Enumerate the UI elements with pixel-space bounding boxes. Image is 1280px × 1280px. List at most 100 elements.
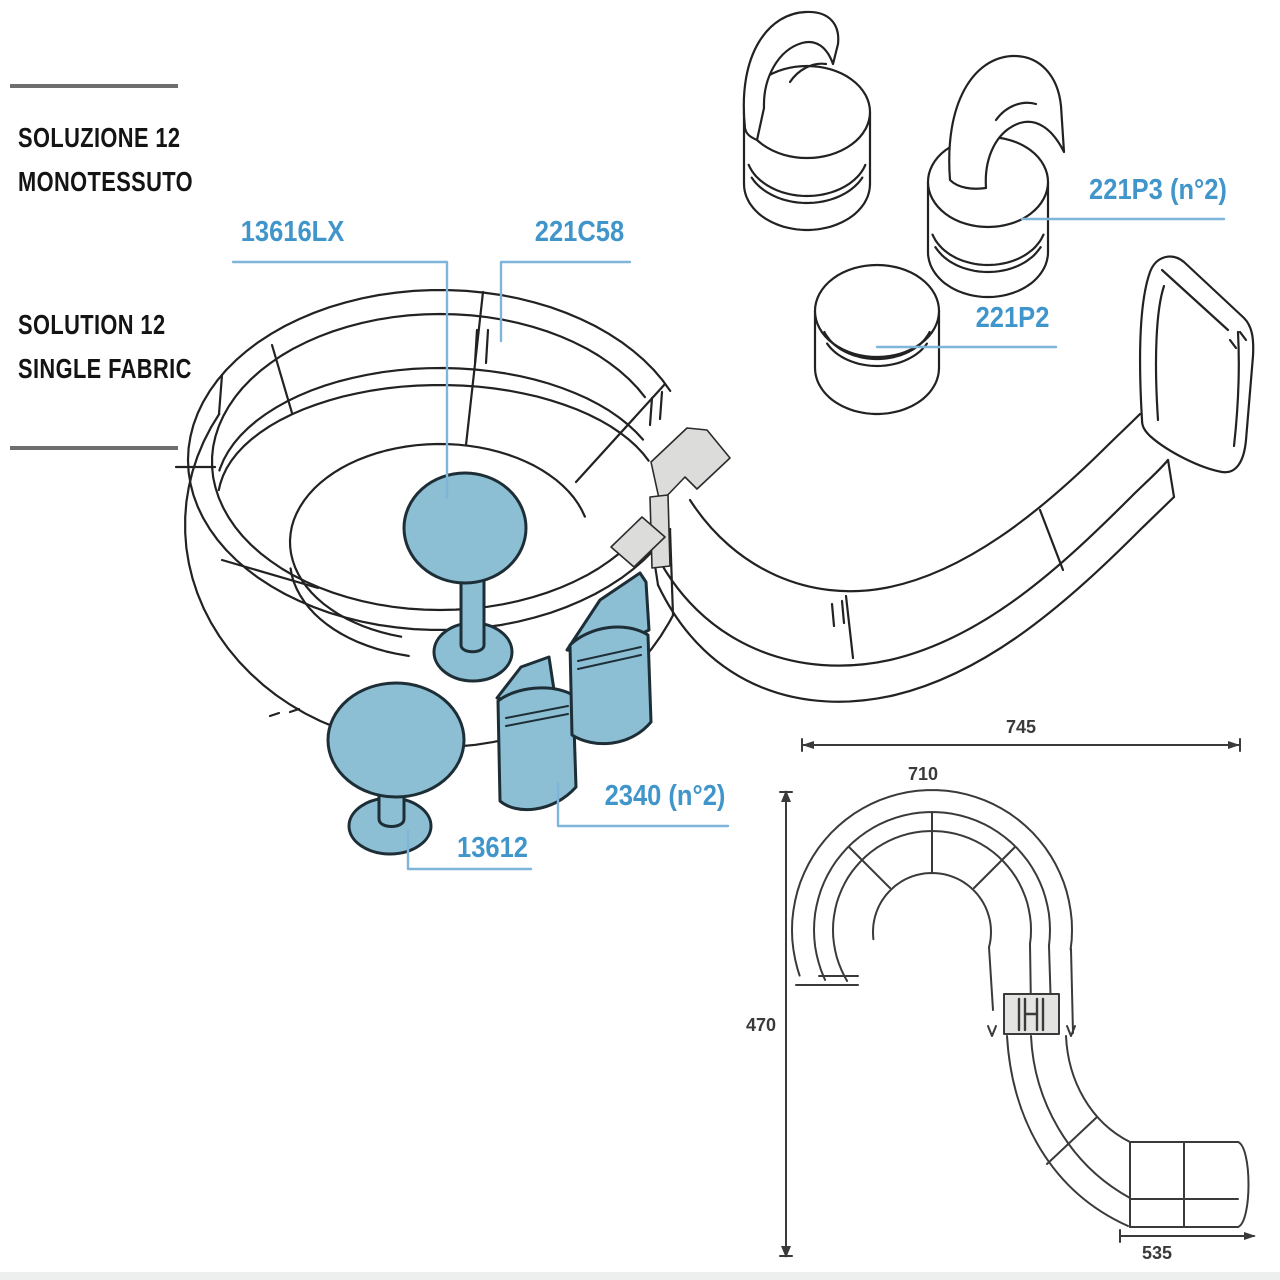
label-module-221c58: 221C58 <box>534 216 625 248</box>
leader-221c58 <box>499 260 632 343</box>
panel-hatch <box>577 646 642 662</box>
ring-seam-tick <box>648 396 654 427</box>
connector-wedges <box>610 427 731 569</box>
pouf-bottom <box>926 250 1050 299</box>
plan-arch-opening <box>872 872 992 949</box>
panel-2340-left-blade <box>496 686 578 812</box>
pouf-piping <box>934 246 1042 274</box>
label-module-2340: 2340 (n°2) <box>604 780 726 812</box>
title-italian: SOLUZIONE 12 MONOTESSUTO <box>18 116 193 204</box>
ring-seam <box>270 343 294 415</box>
plan-arch-back-inner <box>832 830 1032 982</box>
title-english-line2: SINGLE FABRIC <box>18 353 192 384</box>
dim-total-width: 745 <box>1006 717 1036 737</box>
plan-seam <box>973 846 1016 889</box>
plan-scurve-mid <box>1030 1035 1131 1199</box>
panel-2340-right-blade <box>568 625 653 746</box>
pouf-bottom <box>742 182 872 232</box>
pouf-backrest-crease <box>994 101 1038 122</box>
title-rule-top <box>10 84 178 88</box>
title-italian-line2: MONOTESSUTO <box>18 166 193 197</box>
pouf-piping <box>750 176 864 205</box>
panel-hatch <box>577 654 642 670</box>
blue-highlight-items <box>326 471 653 856</box>
plan-arch-leg <box>988 946 994 1011</box>
bench-seam <box>844 594 855 660</box>
dim-arch-width: 710 <box>908 764 938 784</box>
ring-left-join <box>217 373 224 416</box>
ottoman-top <box>813 263 941 359</box>
bottom-strip <box>0 1272 1280 1280</box>
table-tall-top <box>402 471 528 585</box>
bench-seam-tick <box>1238 330 1248 342</box>
plan-connector-tick <box>1066 1025 1076 1037</box>
leader-lines <box>231 217 1226 871</box>
bench-seam-tick <box>830 602 836 628</box>
pouf-221p3-left <box>742 10 872 232</box>
dim-arrow <box>1228 741 1240 749</box>
plan-connector-tick <box>987 1025 997 1037</box>
title-english-line1: SOLUTION 12 <box>18 309 166 340</box>
leader-13616lx <box>231 260 449 500</box>
ring-seat-front-bottom <box>289 567 410 657</box>
panel-hatch <box>505 705 569 719</box>
label-module-13616lx: 13616LX <box>240 216 345 248</box>
bench-outer-edge <box>650 458 1170 667</box>
plan-seam <box>1046 1116 1098 1165</box>
ring-seam-tick <box>268 711 281 718</box>
pouf-backrest-crease <box>788 62 828 84</box>
ring-seam-tick <box>473 328 479 365</box>
leader-2340 <box>556 781 730 828</box>
ring-back-top-inner <box>211 312 646 612</box>
bench-skirt-edge <box>656 495 1176 703</box>
dim-arrow <box>781 1246 791 1258</box>
bench-seam-tick <box>840 599 846 625</box>
ring-seam-tick <box>288 707 301 714</box>
bench-armrest-inner <box>1154 284 1166 422</box>
plan-end-cap <box>1237 1141 1250 1228</box>
ring-seam <box>574 382 667 484</box>
ring-seam <box>464 290 485 447</box>
bench-seam-tick <box>1228 338 1238 350</box>
ottoman-piping <box>826 342 928 368</box>
curved-bench <box>650 255 1255 703</box>
ring-back-piping <box>218 366 645 472</box>
bench-inner-edge <box>688 412 1142 593</box>
label-module-221p2: 221P2 <box>975 302 1050 334</box>
table-short-top <box>326 681 466 799</box>
bench-seam <box>1038 508 1065 572</box>
dim-depth: 470 <box>746 1015 776 1035</box>
title-rule-bottom <box>10 446 178 450</box>
ring-back-base <box>217 384 650 492</box>
ring-seam-tick <box>484 328 490 365</box>
panel-hatch <box>505 713 569 727</box>
label-module-13612: 13612 <box>457 832 528 864</box>
dim-arrow <box>802 741 814 749</box>
ring-seam-tick <box>658 390 664 421</box>
bench-armrest <box>1138 255 1255 474</box>
connector-lower <box>610 516 666 568</box>
dim-arrow <box>1244 1232 1256 1240</box>
plan-arch-outer <box>791 789 1073 977</box>
bench-join <box>1166 458 1176 499</box>
plan-scurve-inner <box>1065 1035 1131 1143</box>
pouf-221p3-right <box>926 54 1066 299</box>
dim-arrow <box>781 790 791 802</box>
plan-arch-back <box>813 811 1051 981</box>
pouf-backrest <box>948 54 1066 190</box>
title-english: SOLUTION 12 SINGLE FABRIC <box>18 303 192 391</box>
pouf-piping <box>747 163 867 198</box>
ring-seat-front-top <box>288 442 586 638</box>
plan-arch-leg <box>1070 948 1074 1034</box>
bench-armrest-edge <box>1232 330 1240 448</box>
pouf-backrest <box>742 10 840 142</box>
ottoman-221p2 <box>813 263 941 416</box>
title-italian-line1: SOLUZIONE 12 <box>18 122 181 153</box>
pouf-piping <box>931 233 1045 267</box>
ring-seam <box>220 558 320 590</box>
label-module-221p3: 221P3 (n°2) <box>1089 174 1227 206</box>
ring-gap-cap <box>668 527 675 617</box>
